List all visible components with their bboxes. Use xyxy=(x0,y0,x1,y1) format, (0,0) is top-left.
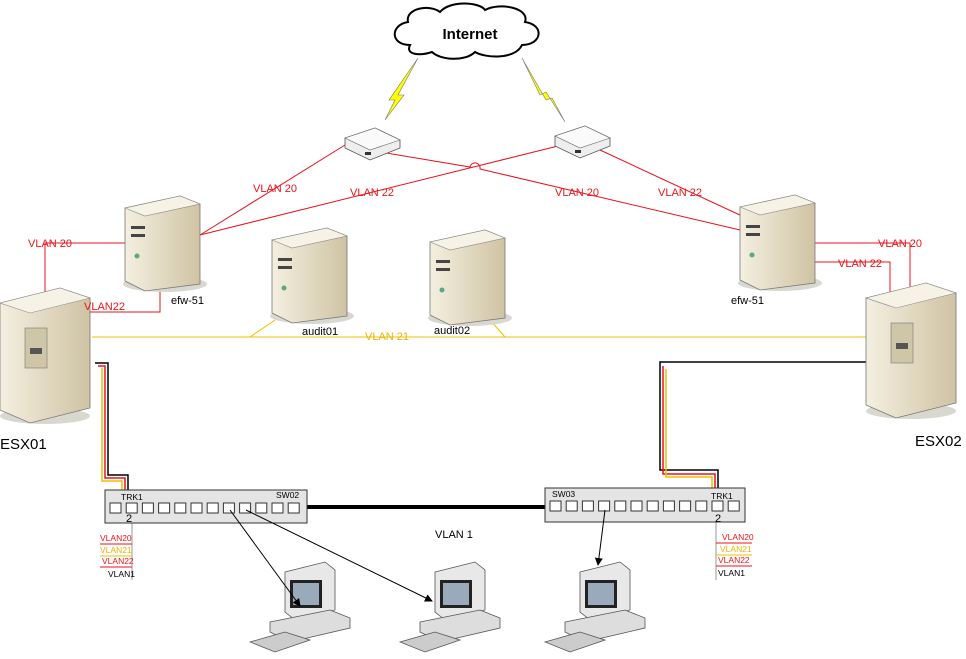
internet-label: Internet xyxy=(442,26,497,43)
label-audit02: audit02 xyxy=(434,325,470,337)
router-left xyxy=(344,127,401,161)
switch-port xyxy=(630,500,643,512)
vlan-legend-label: VLAN21 xyxy=(720,544,752,554)
label-esx01-vlan22: VLAN22 xyxy=(84,301,125,313)
switch-port xyxy=(158,502,171,514)
label-esx01-vlan20: VLAN 20 xyxy=(28,238,72,250)
vlan-legend-label: VLAN21 xyxy=(100,545,132,555)
server-audit01 xyxy=(269,227,355,325)
vlan-legend-label: SW02 xyxy=(276,490,299,500)
label-right-vlan22: VLAN 22 xyxy=(658,187,702,199)
vlan20-22-links xyxy=(44,144,911,313)
switch-port xyxy=(174,502,187,514)
switch-port xyxy=(109,502,122,514)
switch-port xyxy=(141,502,154,514)
label-esx02-vlan20: VLAN 20 xyxy=(878,238,922,250)
vlan-legend-label: VLAN1 xyxy=(108,569,135,579)
trunk-sw03 xyxy=(659,361,868,500)
switch-port xyxy=(614,500,627,512)
label-esx02-vlan22: VLAN 22 xyxy=(838,258,882,270)
vlan-legend-label: VLAN20 xyxy=(722,532,754,542)
switch-sw02: TRK1 SW02 2 xyxy=(104,489,308,525)
switch-port xyxy=(581,500,594,512)
vlan-legend-label: 2 xyxy=(715,513,721,525)
switch-port xyxy=(695,500,708,512)
switch-port xyxy=(190,502,203,514)
server-esx01 xyxy=(0,287,91,425)
server-audit02 xyxy=(427,229,513,327)
label-cross-vlan20: VLAN 20 xyxy=(555,187,599,199)
server-efw-right xyxy=(737,194,823,292)
trunk-sw02 xyxy=(95,362,129,500)
vlan-legend-label: TRK1 xyxy=(121,492,143,502)
server-esx02 xyxy=(865,282,957,420)
vlan-legend-label: 2 xyxy=(126,513,132,525)
switch-port xyxy=(271,502,284,514)
sw02-vlan-legend: VLAN20 VLAN21 VLAN22 VLAN1 xyxy=(100,520,135,580)
vlan-legend-label: VLAN22 xyxy=(102,556,134,566)
switch-port xyxy=(679,500,692,512)
switch-port xyxy=(711,500,724,512)
switch-port xyxy=(125,502,138,514)
switch-port xyxy=(646,500,659,512)
wan-link-left xyxy=(384,57,419,121)
vlan-legend-label: TRK1 xyxy=(711,491,733,501)
wan-link-right xyxy=(521,57,566,123)
router-right xyxy=(554,125,611,159)
vlan-legend-label: SW03 xyxy=(552,489,575,499)
label-left-vlan20: VLAN 20 xyxy=(253,183,297,195)
label-efw-left: efw-51 xyxy=(171,295,204,307)
pc-2 xyxy=(399,561,501,653)
vlan-legend-label: VLAN22 xyxy=(718,555,750,565)
sw03-vlan-legend: VLAN20 VLAN21 VLAN22 VLAN1 xyxy=(715,520,754,580)
label-esx01: ESX01 xyxy=(0,436,47,453)
vlan-legend-label: VLAN1 xyxy=(718,568,745,578)
pc-3 xyxy=(544,561,646,653)
switch-port xyxy=(287,502,300,514)
switch-port xyxy=(255,502,268,514)
switch-port xyxy=(565,500,578,512)
pc-connections xyxy=(229,509,606,607)
switch-port xyxy=(598,500,611,512)
label-left-vlan22: VLAN 22 xyxy=(350,187,394,199)
switch-port xyxy=(206,502,219,514)
label-efw-right: efw-51 xyxy=(731,295,764,307)
switch-port xyxy=(662,500,675,512)
server-efw-left xyxy=(122,195,208,293)
label-audit01: audit01 xyxy=(302,326,338,338)
switch-sw03: SW03 TRK1 2 xyxy=(544,487,746,525)
vlan-legend-label: VLAN20 xyxy=(100,533,132,543)
switch-port xyxy=(727,500,740,512)
switch-port xyxy=(549,500,562,512)
label-esx02: ESX02 xyxy=(915,433,962,450)
pc-1 xyxy=(249,561,351,653)
switch-port xyxy=(239,502,252,514)
switch-port xyxy=(222,502,235,514)
internet-cloud: Internet xyxy=(393,2,540,60)
label-vlan21: VLAN 21 xyxy=(365,331,409,343)
label-vlan1: VLAN 1 xyxy=(435,529,473,541)
